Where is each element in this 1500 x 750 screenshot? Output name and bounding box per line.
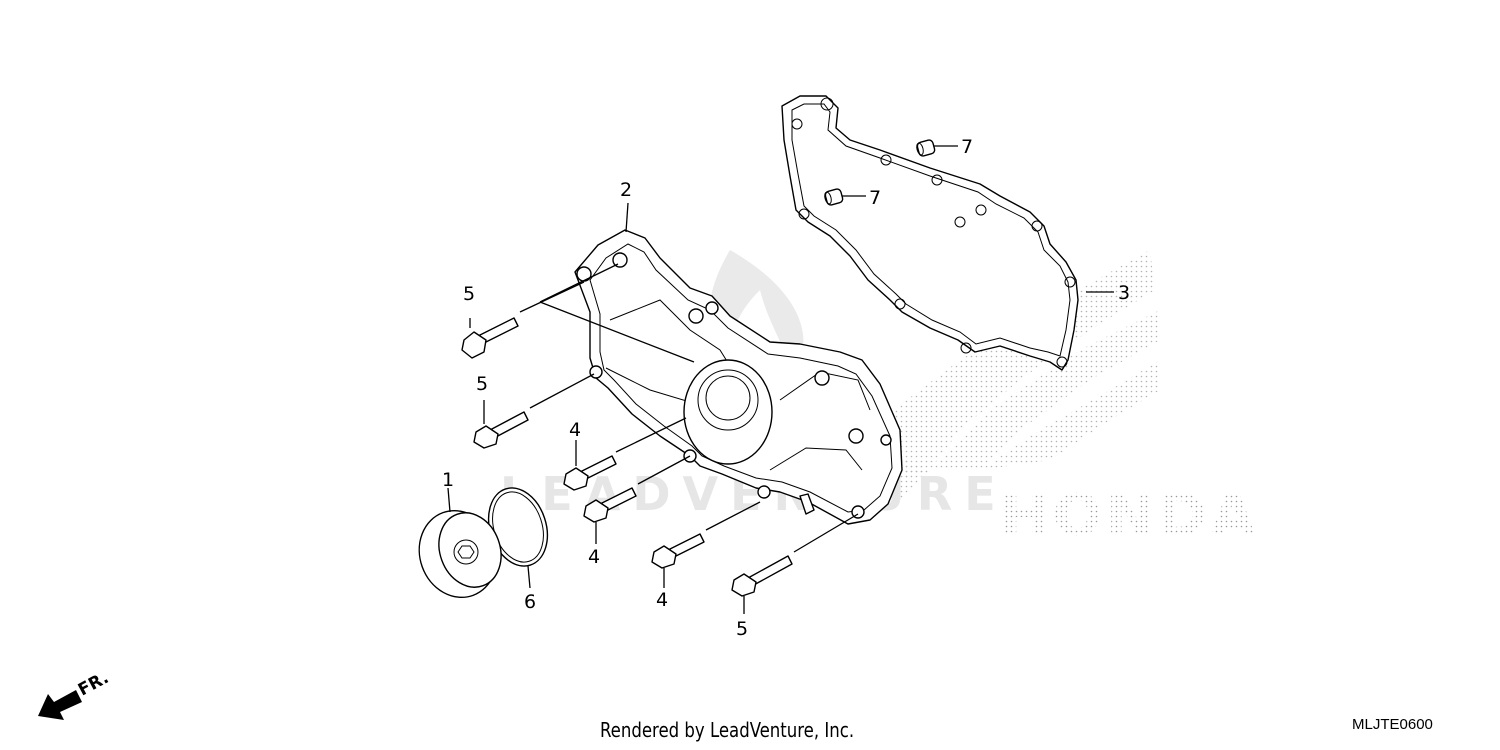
diagram-code: MLJTE0600 [1352,716,1433,733]
callout-4-top: 4 [569,419,581,441]
dowel-pin-upper [916,139,936,157]
front-direction-arrow-icon [38,690,82,720]
callout-5-middle: 5 [476,373,488,395]
callout-1: 1 [442,469,454,491]
callout-4-bottom: 4 [656,589,668,611]
gasket [781,95,1079,371]
bolt-5-middle [473,411,529,449]
callout-4-middle: 4 [588,546,600,568]
callout-2: 2 [620,179,632,201]
leadventure-flame-watermark [708,250,804,380]
bolt-5-lower [731,555,793,597]
render-credit: Rendered by LeadVenture, Inc. [600,718,855,742]
cap [418,509,502,599]
dowel-pin-lower [824,188,844,206]
bolt-4-top [563,455,617,491]
callout-6: 6 [524,591,536,613]
bolt-4-bottom [651,533,705,569]
side-cover [574,229,903,525]
leader-lines [447,145,1114,614]
front-direction-label: FR. [75,668,112,700]
callout-3: 3 [1118,282,1130,304]
callout-7-upper: 7 [961,136,973,158]
bolt-5-upper [461,317,519,359]
callout-5-upper: 5 [463,283,475,305]
bolt-4-middle [583,487,637,523]
callout-7-lower: 7 [869,187,881,209]
callout-5-lower: 5 [736,618,748,640]
honda-wordmark-watermark: HONDA [1000,481,1259,549]
